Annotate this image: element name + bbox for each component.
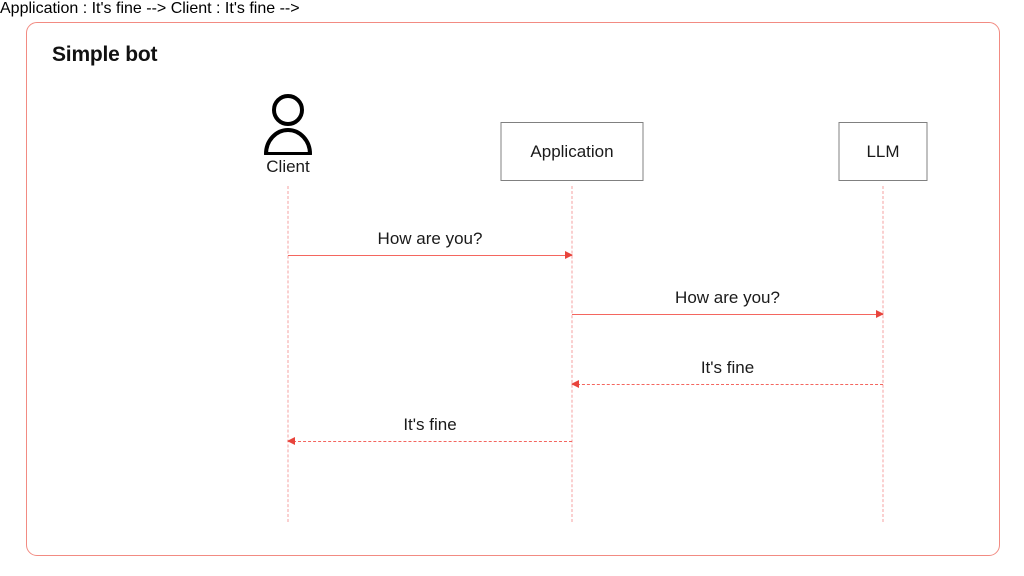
message-4-line	[288, 441, 572, 442]
participant-application[interactable]: Application	[500, 122, 644, 181]
participant-client[interactable]: Client	[260, 93, 316, 177]
participant-label-llm: LLM	[866, 141, 900, 161]
participant-label-application: Application	[530, 141, 614, 161]
lifeline-client	[287, 186, 289, 522]
participant-label-client: Client	[266, 157, 310, 176]
arrowhead-right-icon	[565, 250, 573, 259]
message-3-label: It's fine	[700, 358, 755, 377]
message-2-line	[572, 314, 883, 315]
message-3-line	[572, 384, 883, 385]
message-4-label: It's fine	[403, 415, 457, 434]
lifeline-application	[571, 186, 573, 522]
message-1-line	[288, 255, 572, 256]
message-1-label: How are you?	[377, 229, 483, 248]
arrowhead-left-icon	[287, 436, 295, 445]
lifeline-llm	[882, 186, 884, 522]
participant-llm[interactable]: LLM	[838, 122, 928, 181]
message-2-label: How are you?	[675, 288, 780, 307]
arrowhead-left-icon	[571, 379, 579, 388]
person-icon	[264, 94, 312, 155]
arrowhead-right-icon	[876, 309, 884, 318]
diagram-title: Simple bot	[52, 43, 158, 66]
